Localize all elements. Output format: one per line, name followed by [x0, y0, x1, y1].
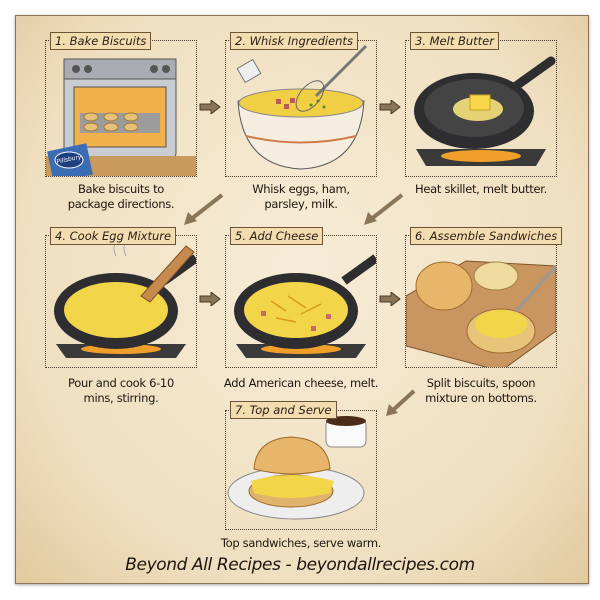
bowl-illustration — [236, 44, 368, 170]
step-3-title: 3. Melt Butter — [410, 32, 499, 50]
caption-line: Add American cheese, melt. — [223, 376, 379, 390]
caption-line: Heat skillet, melt butter. — [415, 182, 547, 196]
caption-line: mixture on bottoms. — [425, 391, 537, 405]
step-7-title: 7. Top and Serve — [230, 401, 337, 419]
oven-illustration — [46, 58, 196, 176]
arrow-right-icon — [199, 292, 221, 306]
arrow-right-icon — [379, 292, 401, 306]
biscuits-board-illustration — [406, 260, 556, 367]
step-4-panel — [45, 235, 197, 368]
caption-line: Split biscuits, spoon — [426, 376, 536, 390]
step-7-panel — [225, 410, 377, 530]
caption-line: Bake biscuits to — [77, 182, 165, 196]
caption-line: Top sandwiches, serve warm. — [220, 536, 382, 550]
caption-line: parsley, milk. — [264, 197, 338, 211]
footer-credit: Beyond All Recipes - beyondallrecipes.co… — [125, 555, 475, 575]
caption-line: mins, stirring. — [83, 391, 159, 405]
step-2-title: 2. Whisk Ingredients — [230, 32, 358, 50]
caption-line: package directions. — [67, 197, 175, 211]
step-4-title: 4. Cook Egg Mixture — [50, 227, 177, 245]
caption-line: Pour and cook 6-10 — [68, 376, 174, 390]
step-3-panel — [405, 40, 557, 177]
step-7-caption: Top sandwiches, serve warm. — [216, 536, 386, 551]
step-2-caption: Whisk eggs, ham,parsley, milk. — [216, 182, 386, 212]
arrow-right-icon — [199, 100, 221, 114]
arrow-down-left-icon — [184, 193, 224, 225]
step-5-title: 5. Add Cheese — [230, 227, 324, 245]
step-1-panel: Pillsbury — [45, 40, 197, 177]
step-6-title: 6. Assemble Sandwiches — [410, 227, 563, 245]
arrow-right-icon — [379, 100, 401, 114]
step-5-caption: Add American cheese, melt. — [216, 376, 386, 391]
arrow-down-left-icon — [364, 193, 404, 225]
skillet-butter-illustration — [414, 56, 556, 166]
caption-line: Whisk eggs, ham, — [252, 182, 350, 196]
step-3-caption: Heat skillet, melt butter. — [396, 182, 566, 197]
step-5-panel — [225, 235, 377, 368]
sandwich-plate-illustration — [227, 416, 367, 520]
step-1-title: 1. Bake Biscuits — [50, 32, 152, 50]
skillet-eggs-illustration — [54, 241, 196, 358]
arrow-down-left-icon — [386, 389, 416, 416]
step-2-panel — [225, 40, 377, 177]
step-6-panel — [405, 235, 557, 368]
skillet-cheese-illustration — [234, 254, 376, 358]
